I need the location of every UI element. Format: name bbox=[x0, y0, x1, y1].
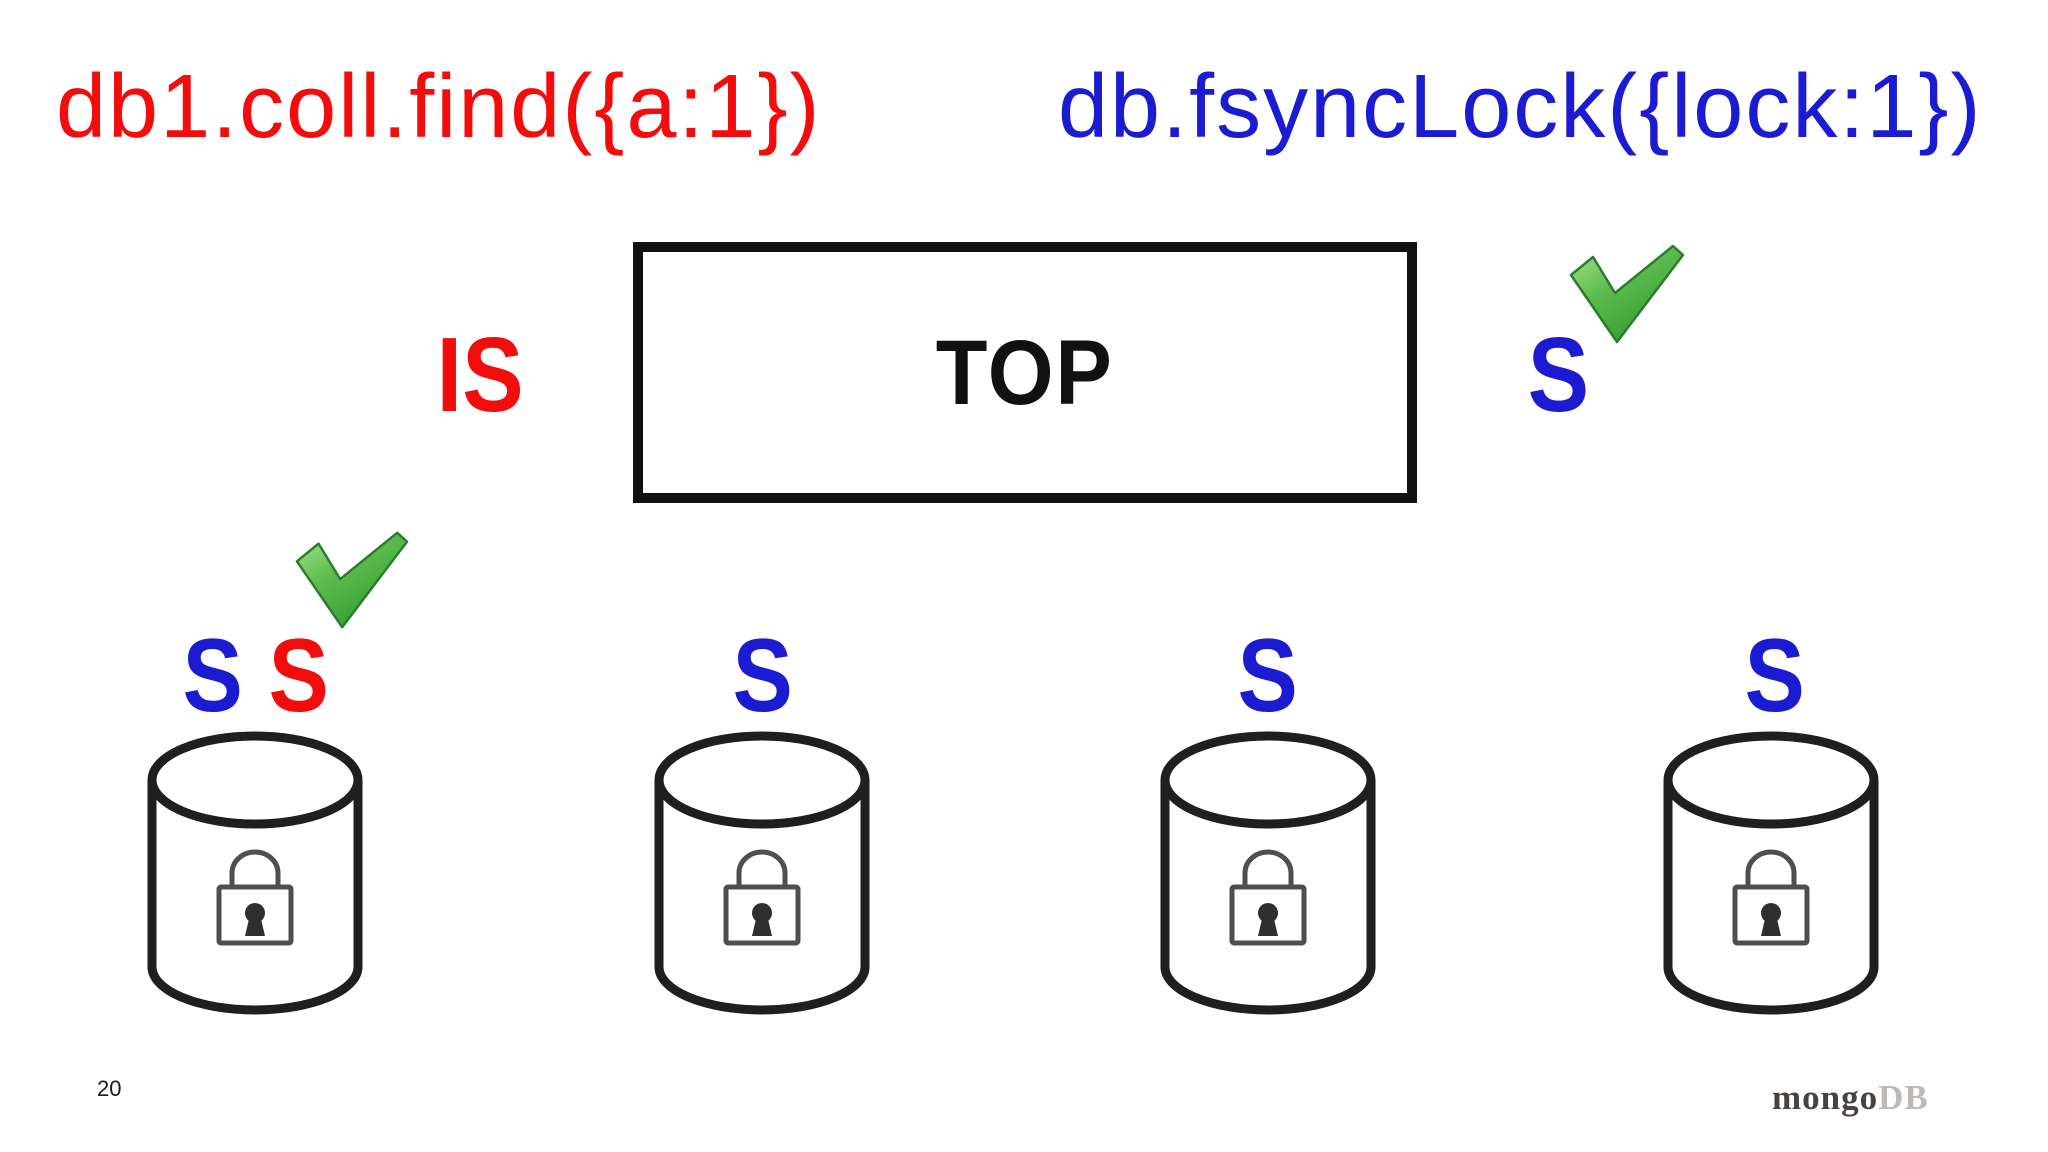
find-query-label: db1.coll.find({a:1}) bbox=[56, 57, 822, 157]
db3-lock-mode-s-label: S bbox=[1237, 618, 1298, 734]
slide-page-number: 20 bbox=[97, 1076, 122, 1101]
top-lock-mode-is-label: IS bbox=[436, 316, 524, 434]
database-cylinder-lock-icon bbox=[652, 729, 872, 1021]
database-cylinder-lock-icon bbox=[1158, 729, 1378, 1021]
db1-lock-mode-s-red: S bbox=[268, 618, 329, 734]
database-cylinder-lock-icon bbox=[1661, 729, 1881, 1021]
top-level-lock-box: TOP bbox=[633, 242, 1417, 503]
db4-lock-mode-s-label: S bbox=[1744, 618, 1805, 734]
top-lock-mode-s-label: S bbox=[1527, 316, 1590, 434]
database-cylinder-lock-icon bbox=[145, 729, 365, 1021]
mongodb-logo-mongo: mongo bbox=[1772, 1078, 1879, 1117]
top-box-label: TOP bbox=[936, 321, 1114, 424]
db2-lock-mode-s-label: S bbox=[732, 618, 793, 734]
fsynclock-query-label: db.fsyncLock({lock:1}) bbox=[1058, 57, 1983, 157]
db1-lock-mode-s-blue: S bbox=[182, 618, 243, 734]
mongodb-logo: mongoDB bbox=[1772, 1080, 1929, 1115]
granted-check-icon bbox=[1565, 245, 1687, 345]
mongodb-logo-db: DB bbox=[1878, 1078, 1929, 1117]
granted-check-icon bbox=[291, 531, 411, 631]
